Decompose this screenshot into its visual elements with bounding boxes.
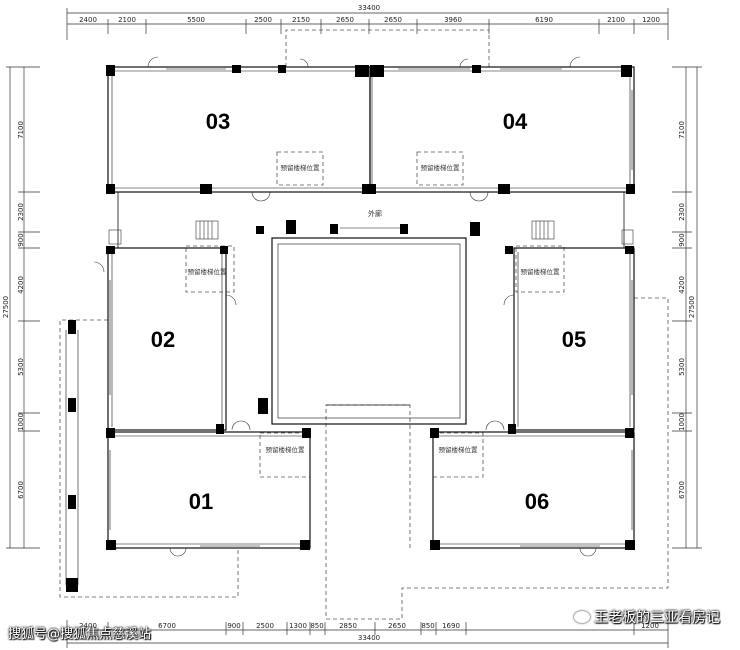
unit-05-label: 05 bbox=[562, 327, 586, 352]
dim-left-4: 4200 bbox=[17, 276, 25, 294]
unit-04-label: 04 bbox=[503, 109, 528, 134]
dim-top-10: 2100 bbox=[607, 16, 625, 24]
stair-reserve-label-06: 预留楼梯位置 bbox=[439, 445, 479, 454]
dim-top-3: 5500 bbox=[187, 16, 205, 24]
structural-columns bbox=[66, 65, 635, 592]
dim-bottom-6: 850 bbox=[310, 622, 323, 630]
wechat-icon bbox=[574, 611, 590, 623]
dim-bottom-7: 2850 bbox=[339, 622, 357, 630]
dim-total-left: 27500 bbox=[2, 296, 10, 318]
dim-top-7: 2650 bbox=[384, 16, 402, 24]
door-swings bbox=[93, 56, 597, 557]
dim-right-4: 4200 bbox=[678, 276, 686, 294]
dim-left-6: 1000 bbox=[17, 413, 25, 431]
dim-bottom-8: 2650 bbox=[388, 622, 406, 630]
dim-top-2: 2100 bbox=[118, 16, 136, 24]
dim-bottom-1: 2400 bbox=[79, 622, 97, 630]
stair-reserve-label-01: 预留楼梯位置 bbox=[266, 445, 306, 454]
dim-right-6: 1000 bbox=[678, 413, 686, 431]
watermark-right: 王老板的三亚看房记 bbox=[574, 607, 720, 627]
dim-left-1: 7100 bbox=[17, 121, 25, 139]
watermark-left: 搜狐号@搜狐焦点慈溪站 bbox=[8, 627, 152, 642]
right-dimension-chain bbox=[672, 66, 702, 549]
window-strips bbox=[65, 68, 633, 585]
unit-06-label: 06 bbox=[525, 489, 549, 514]
dim-bottom-10: 1690 bbox=[442, 622, 460, 630]
dim-right-5: 5300 bbox=[678, 358, 686, 376]
dim-total-right: 27500 bbox=[688, 296, 696, 318]
unit-02-label: 02 bbox=[151, 327, 175, 352]
dashed-outlines bbox=[59, 29, 669, 620]
corridor-label: 外廊 bbox=[368, 209, 382, 218]
dim-top-9: 6190 bbox=[535, 16, 553, 24]
dim-top-6: 2650 bbox=[336, 16, 354, 24]
dim-right-2: 2300 bbox=[678, 203, 686, 221]
watermark-right-text: 王老板的三亚看房记 bbox=[594, 610, 720, 626]
dim-top-8: 3960 bbox=[444, 16, 462, 24]
dim-right-7: 6700 bbox=[678, 481, 686, 499]
dim-right-3: 900 bbox=[678, 233, 686, 246]
left-dimension-chain bbox=[6, 66, 40, 549]
dim-bottom-4: 2500 bbox=[256, 622, 274, 630]
stair-reserve-label-04: 预留楼梯位置 bbox=[421, 163, 461, 172]
stair-symbols bbox=[108, 220, 634, 245]
bottom-dimension-chain bbox=[66, 620, 669, 648]
top-dimension-chain bbox=[66, 8, 669, 40]
dim-left-3: 900 bbox=[17, 233, 25, 246]
dim-top-1: 2400 bbox=[79, 16, 97, 24]
dim-top-11: 1200 bbox=[642, 16, 660, 24]
dim-total-bottom: 33400 bbox=[358, 634, 380, 642]
dim-bottom-3: 900 bbox=[227, 622, 240, 630]
dim-bottom-11: 1200 bbox=[641, 622, 659, 630]
dim-top-4: 2500 bbox=[254, 16, 272, 24]
dim-bottom-2: 6700 bbox=[158, 622, 176, 630]
stair-reserve-label-02: 预留楼梯位置 bbox=[188, 267, 228, 276]
dim-bottom-9: 850 bbox=[421, 622, 434, 630]
dim-left-5: 5300 bbox=[17, 358, 25, 376]
unit-03-label: 03 bbox=[206, 109, 230, 134]
dim-top-5: 2150 bbox=[292, 16, 310, 24]
dim-total-top: 33400 bbox=[358, 4, 380, 12]
dim-left-7: 6700 bbox=[17, 481, 25, 499]
dim-right-1: 7100 bbox=[678, 121, 686, 139]
dim-left-2: 2300 bbox=[17, 203, 25, 221]
unit-01-label: 01 bbox=[189, 489, 213, 514]
stair-reserve-label-05: 预留楼梯位置 bbox=[521, 267, 561, 276]
stair-reserve-label-03: 预留楼梯位置 bbox=[281, 163, 321, 172]
walls bbox=[107, 66, 635, 549]
dim-bottom-5: 1300 bbox=[289, 622, 307, 630]
